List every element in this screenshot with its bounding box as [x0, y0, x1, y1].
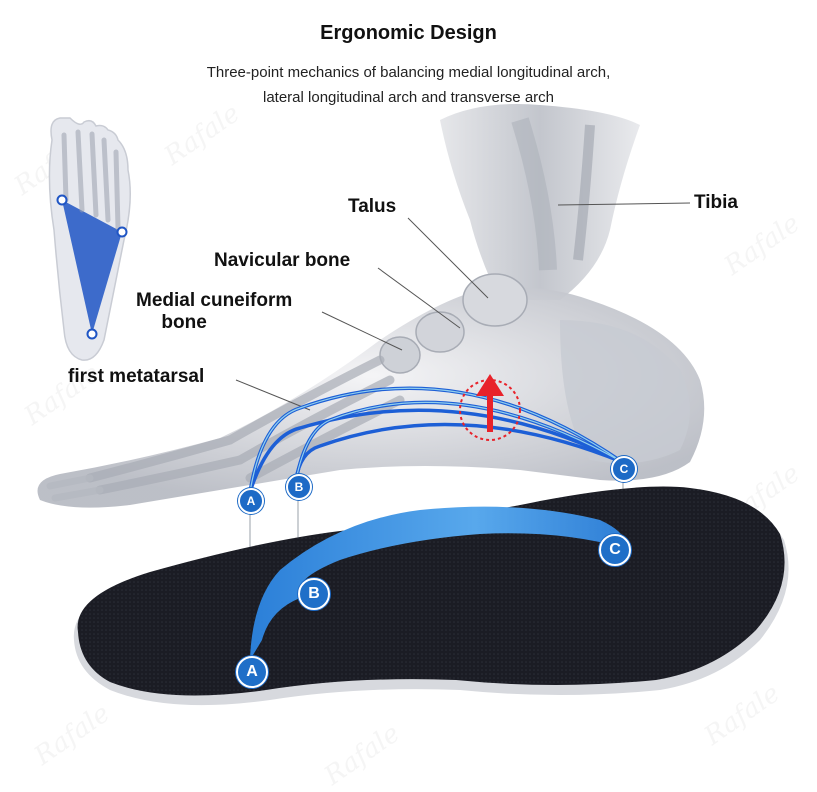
label-medial-cuneiform: Medial cuneiform bone: [136, 290, 292, 334]
subtitle-line-2: lateral longitudinal arch and transverse…: [263, 89, 554, 106]
label-medial-cuneiform-line1: Medial cuneiform: [136, 290, 293, 311]
page-title: Ergonomic Design: [320, 22, 497, 44]
foot-marker-c: C: [611, 456, 637, 482]
insole-marker-a: A: [236, 656, 268, 688]
top-view-foot: [48, 117, 131, 361]
leg-bones: [440, 104, 640, 300]
foot-side-view: [37, 273, 705, 508]
insole: [73, 486, 789, 706]
leader-lines: [235, 202, 691, 411]
insole-marker-b: B: [298, 578, 330, 610]
label-talus: Talus: [348, 196, 397, 217]
subtitle: Three-point mechanics of balancing media…: [0, 60, 817, 110]
insole-marker-c: C: [599, 534, 631, 566]
subtitle-line-1: Three-point mechanics of balancing media…: [206, 64, 611, 81]
foot-marker-b: B: [286, 474, 312, 500]
label-first-metatarsal: first metatarsal: [68, 366, 205, 387]
foot-marker-a: A: [238, 488, 264, 514]
label-medial-cuneiform-line2: bone: [161, 312, 207, 333]
label-tibia: Tibia: [694, 192, 738, 213]
force-arrow-icon: [459, 374, 521, 441]
label-navicular: Navicular bone: [214, 250, 351, 271]
